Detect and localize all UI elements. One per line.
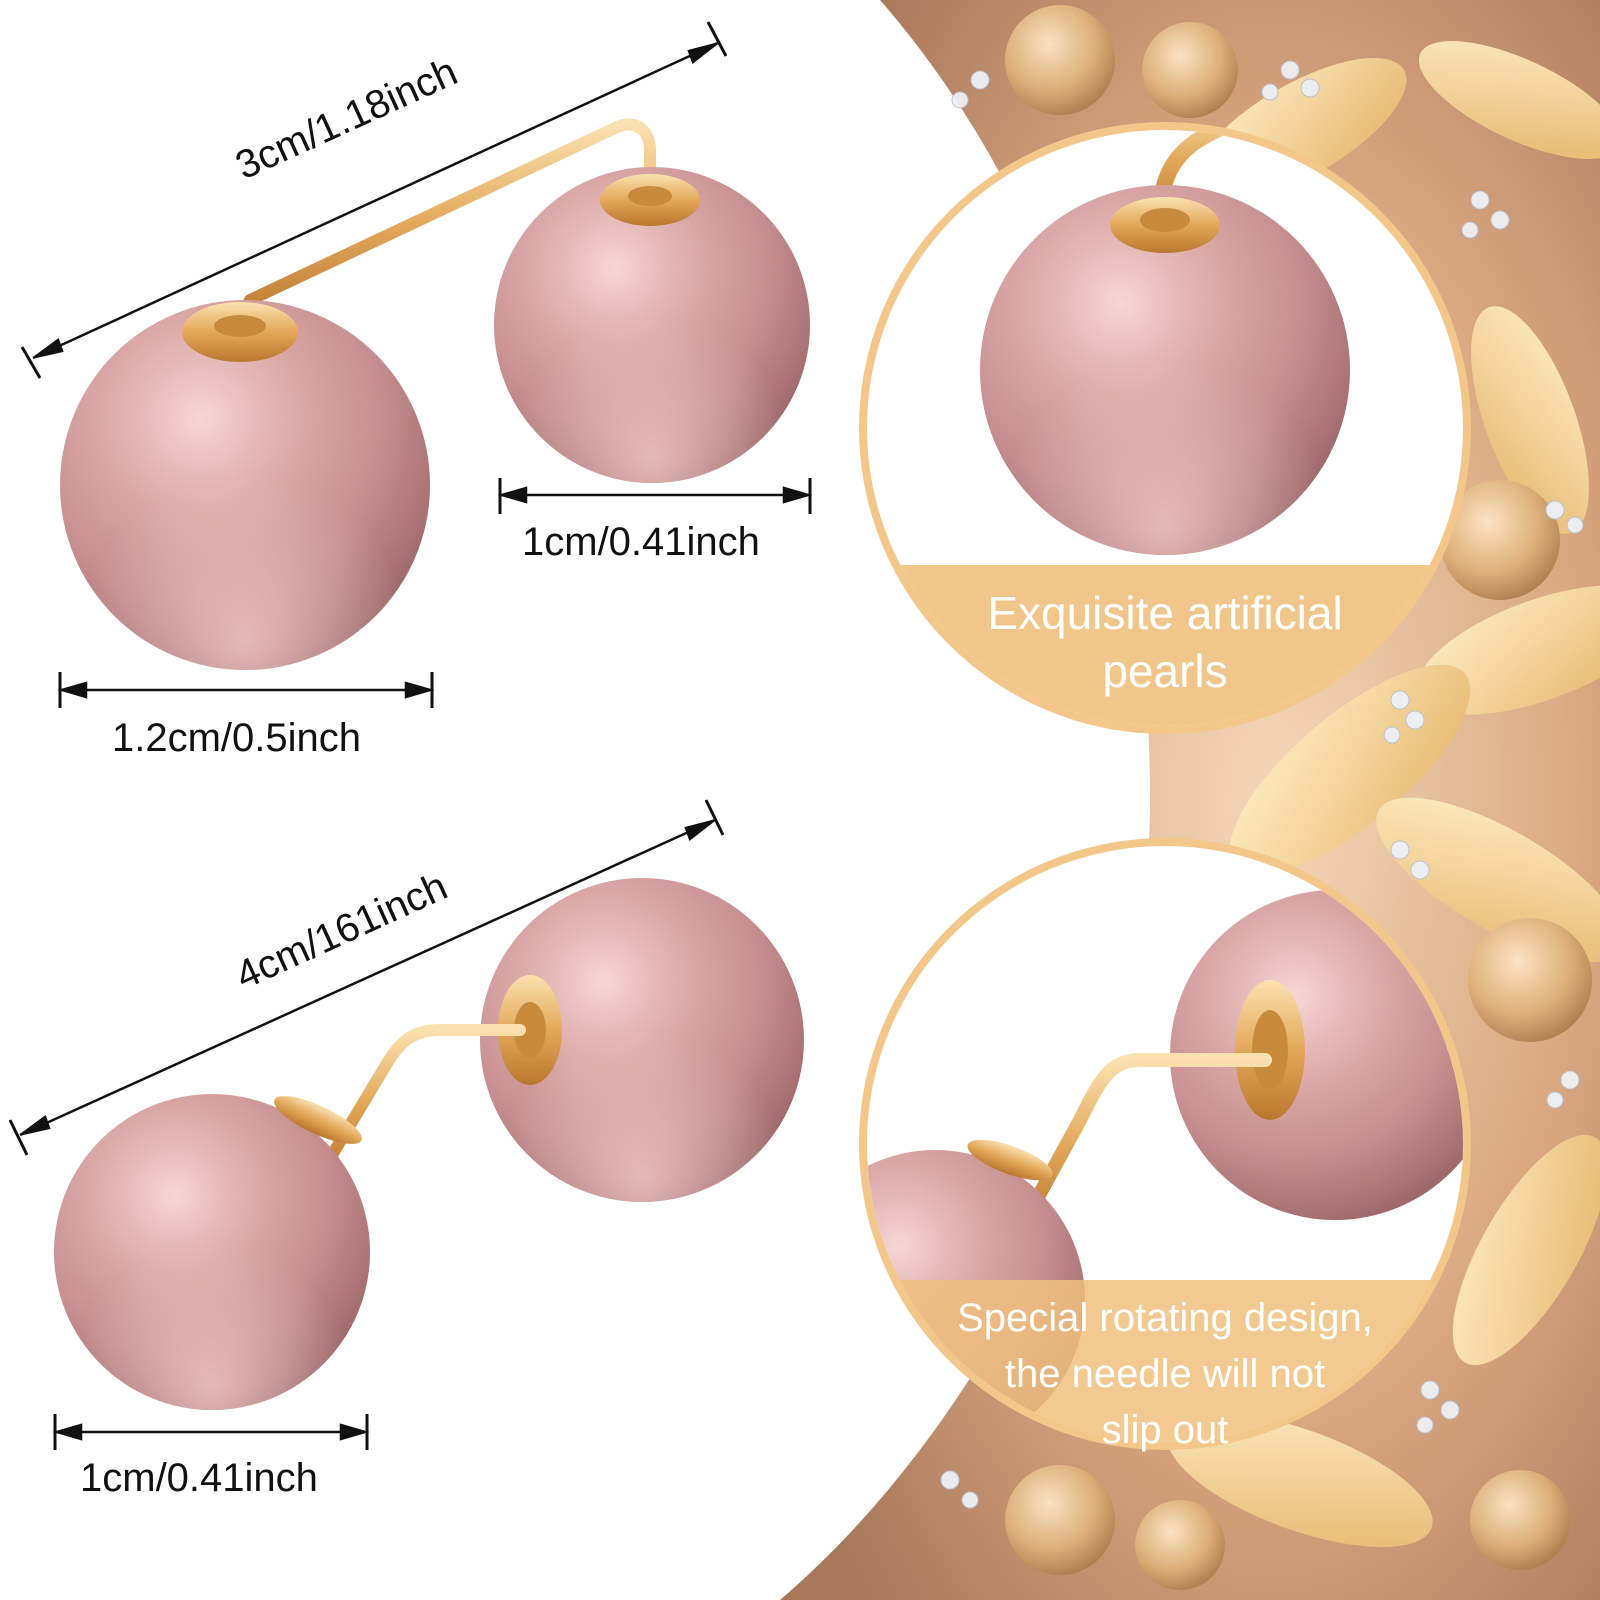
flower-ornament [1005,1134,1600,1590]
flower-ornament [1416,306,1600,715]
callout-caption-rotating: Special rotating design, the needle will… [900,1290,1430,1458]
rhinestone-cluster [940,60,1584,1509]
dimension-label-large-pearl: 1.2cm/0.5inch [112,716,362,760]
product-pin-long [54,878,804,1410]
dimension-label-bottom-pearl: 1cm/0.41inch [80,1456,318,1500]
caption-line: the needle will not [1004,1352,1326,1396]
caption-line: pearls [1102,644,1228,697]
product-pin-short [60,118,810,670]
dimension-lines [8,21,813,1450]
dimension-label-small-pearl: 1cm/0.41inch [522,520,760,564]
callout-circle-pearls [859,122,1471,734]
callout-circle-rotating [859,838,1471,1450]
caption-line: slip out [1101,1408,1229,1452]
caption-line: Exquisite artificial [987,587,1343,639]
callout-caption-pearls: Exquisite artificial pearls [900,585,1430,700]
caption-line: Special rotating design, [957,1296,1373,1340]
